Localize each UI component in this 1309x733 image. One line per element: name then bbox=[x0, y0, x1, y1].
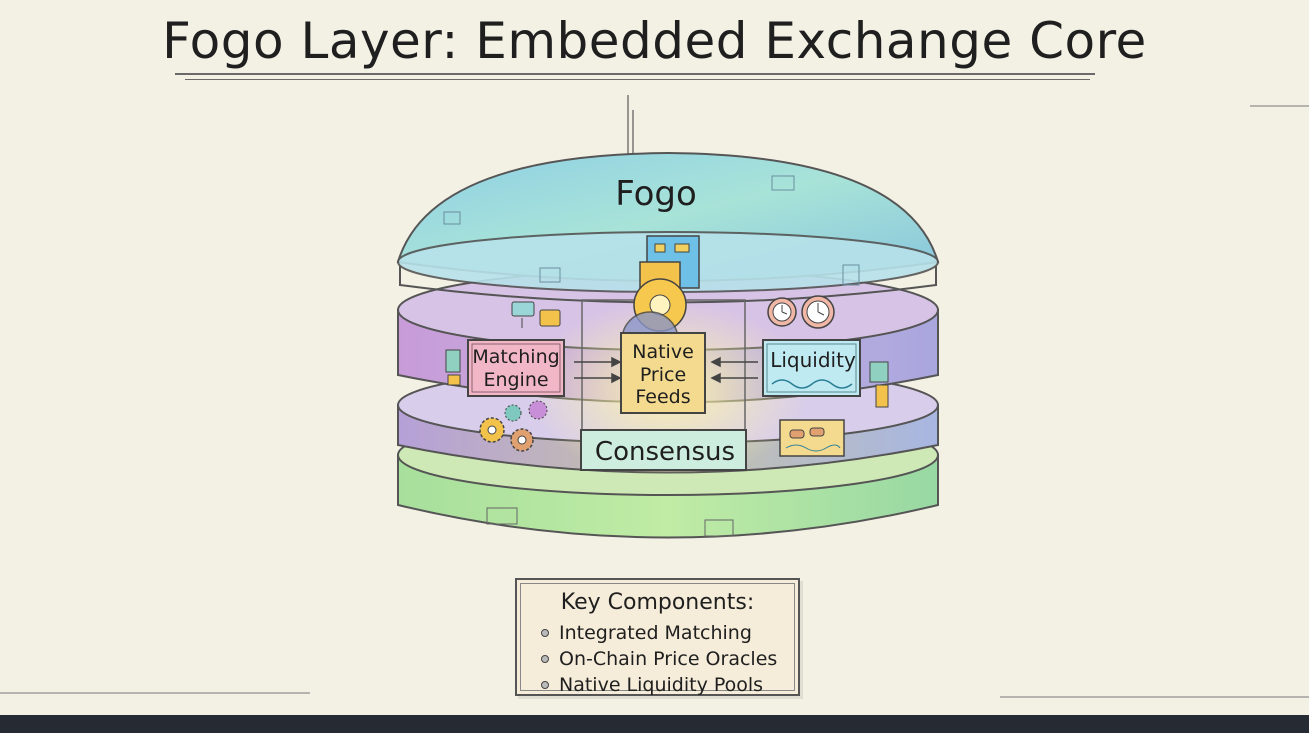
price-feeds-line-3: Feeds bbox=[635, 386, 690, 408]
legend-item-label: Native Liquidity Pools bbox=[559, 674, 763, 696]
bullet-icon bbox=[541, 681, 549, 689]
price-feeds-line-2: Price bbox=[640, 364, 686, 386]
legend-list: Integrated Matching On-Chain Price Oracl… bbox=[541, 620, 777, 698]
footer-bar bbox=[0, 715, 1309, 733]
legend-title: Key Components: bbox=[517, 590, 798, 615]
consensus-box: Consensus bbox=[581, 430, 746, 470]
price-feeds-box: Native Price Feeds bbox=[621, 333, 705, 413]
legend-item: Native Liquidity Pools bbox=[541, 672, 777, 698]
matching-engine-line-2: Engine bbox=[483, 369, 548, 391]
legend-item: On-Chain Price Oracles bbox=[541, 646, 777, 672]
card-icon bbox=[780, 420, 844, 456]
legend-item-label: On-Chain Price Oracles bbox=[559, 648, 777, 670]
matching-engine-line-1: Matching bbox=[472, 346, 559, 368]
bullet-icon bbox=[541, 655, 549, 663]
legend-item: Integrated Matching bbox=[541, 620, 777, 646]
legend-item-label: Integrated Matching bbox=[559, 622, 752, 644]
legend-box: Key Components: Integrated Matching On-C… bbox=[515, 578, 800, 696]
price-feeds-line-1: Native bbox=[632, 341, 694, 363]
matching-engine-box: Matching Engine bbox=[468, 340, 564, 396]
dome-label: Fogo bbox=[615, 174, 697, 214]
consensus-label: Consensus bbox=[595, 437, 735, 467]
bullet-icon bbox=[541, 629, 549, 637]
liquidity-label: Liquidity bbox=[770, 348, 856, 372]
liquidity-box: Liquidity bbox=[763, 340, 860, 396]
matching-side-icons bbox=[446, 350, 460, 385]
